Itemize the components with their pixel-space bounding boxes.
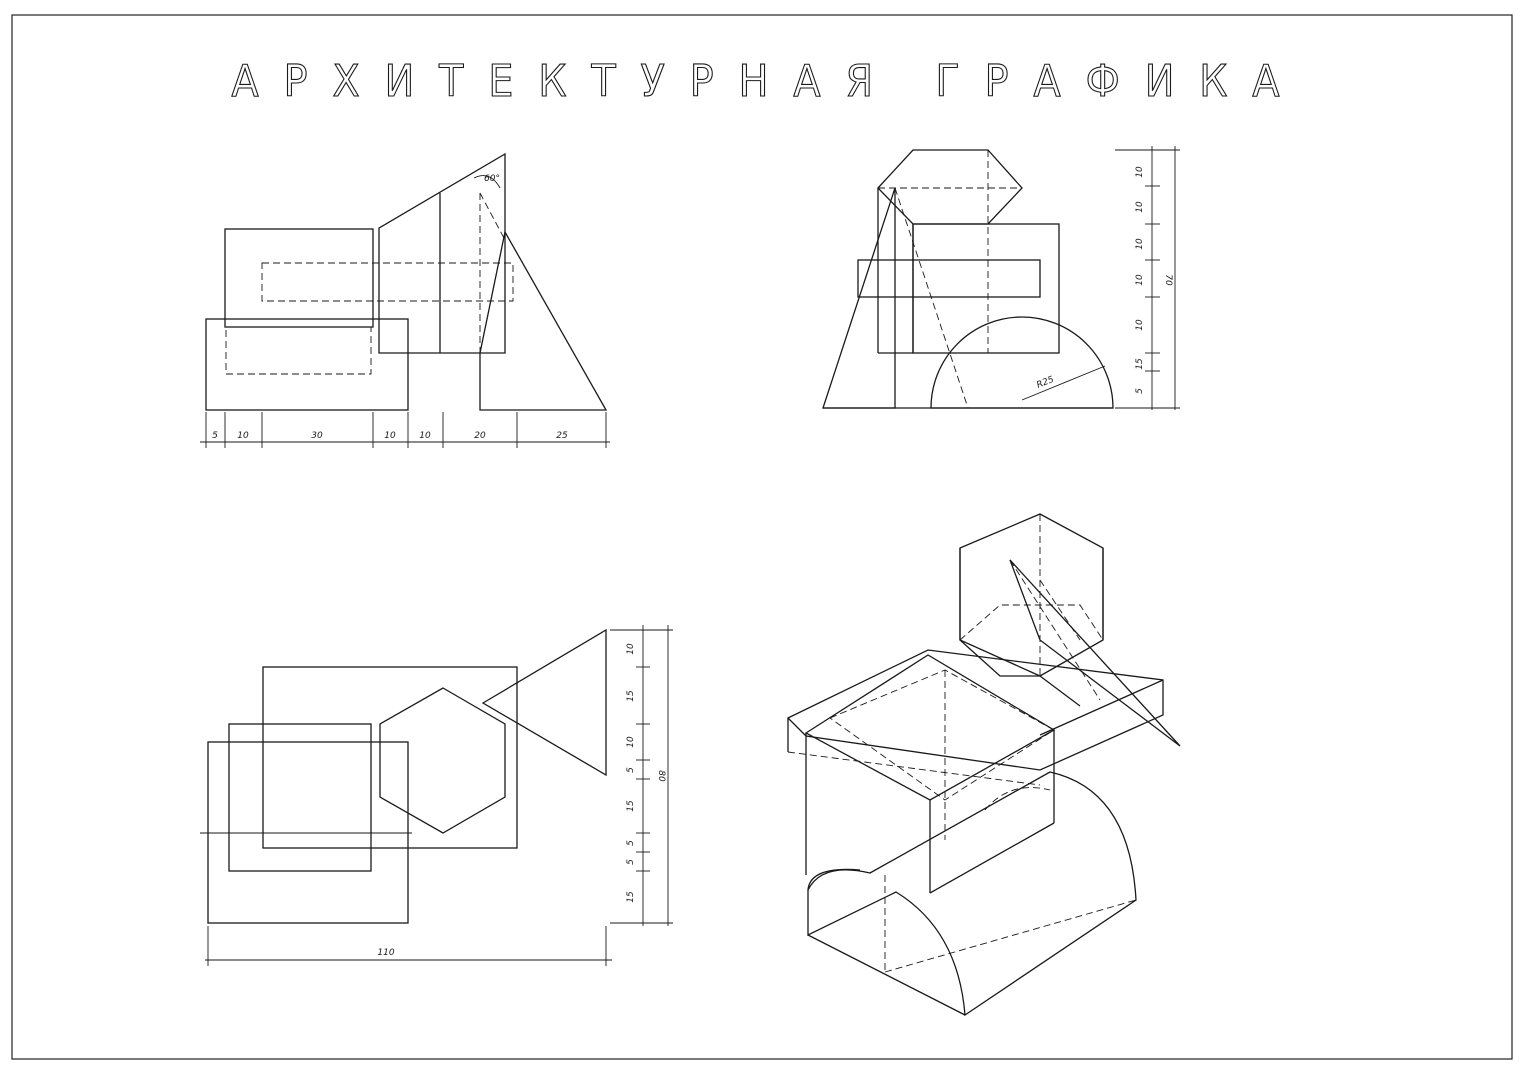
top-dim-5: 5 bbox=[626, 840, 636, 846]
side-view: R25 10 10 10 10 10 15 5 70 bbox=[822, 146, 1180, 410]
iso-hex-bottom bbox=[959, 639, 1081, 707]
side-radius-label: R25 bbox=[1035, 375, 1055, 391]
top-dim-6: 5 bbox=[626, 859, 636, 865]
iso-box-hidden bbox=[829, 669, 1055, 801]
front-dim-2: 30 bbox=[311, 431, 323, 441]
front-hidden-box bbox=[225, 326, 372, 375]
top-triangle bbox=[481, 628, 607, 777]
top-hexagon bbox=[379, 687, 506, 834]
top-dim-7: 15 bbox=[626, 891, 636, 903]
side-hex-top bbox=[877, 149, 1023, 225]
side-semicircle bbox=[930, 316, 1114, 409]
top-large-rect bbox=[262, 666, 518, 849]
top-mid-rect bbox=[228, 723, 372, 872]
front-dim-6: 25 bbox=[556, 431, 568, 441]
front-prism-outline bbox=[378, 152, 506, 354]
iso-bar-hidden bbox=[787, 751, 1041, 786]
iso-hex-hidden-base bbox=[959, 604, 1104, 677]
front-angle-arc bbox=[473, 175, 501, 189]
top-dim-4: 15 bbox=[626, 800, 636, 812]
side-block bbox=[912, 223, 1060, 354]
side-triangle bbox=[822, 187, 896, 409]
top-width-label: 110 bbox=[377, 948, 394, 958]
iso-cylinder-hidden-axis bbox=[884, 899, 1137, 973]
iso-triangle-face bbox=[1009, 559, 1181, 747]
side-dim-1: 10 bbox=[1135, 201, 1145, 213]
iso-cylinder-base bbox=[807, 934, 966, 1016]
top-outer-rect bbox=[207, 741, 409, 924]
iso-tri-hidden-1 bbox=[1009, 559, 1101, 701]
iso-cylinder-end-arc bbox=[807, 868, 861, 891]
sheet-title: АРХИТЕКТУРНАЯ ГРАФИКА bbox=[232, 56, 1305, 107]
top-view: 10 15 10 5 15 5 5 15 80 110 bbox=[200, 625, 673, 966]
side-radius-line bbox=[1021, 365, 1106, 401]
iso-tri-hidden-2 bbox=[1039, 579, 1081, 641]
side-dim-4: 10 bbox=[1135, 319, 1145, 331]
front-dim-ticks bbox=[205, 412, 607, 448]
front-triangle bbox=[479, 230, 608, 411]
front-dim-3: 10 bbox=[384, 431, 396, 441]
side-overall-label: 70 bbox=[1163, 274, 1173, 286]
side-dim-ticks bbox=[1115, 149, 1180, 409]
side-dim-2: 10 bbox=[1135, 238, 1145, 250]
side-dim-5: 15 bbox=[1135, 358, 1145, 370]
iso-bar-top-edge bbox=[1039, 679, 1164, 736]
front-dim-4: 10 bbox=[419, 431, 431, 441]
top-dim-ticks bbox=[610, 629, 673, 924]
front-dim-0: 5 bbox=[212, 431, 218, 441]
iso-bar bbox=[786, 649, 1164, 771]
iso-box-bottom-edge bbox=[929, 822, 1055, 894]
front-lower-block bbox=[205, 318, 409, 411]
isometric-view bbox=[786, 513, 1181, 1017]
front-hidden-diagonal bbox=[479, 192, 506, 241]
side-dim-0: 10 bbox=[1135, 166, 1145, 178]
front-hidden-bar bbox=[261, 262, 514, 302]
front-dim-1: 10 bbox=[237, 431, 249, 441]
iso-cylinder bbox=[807, 771, 1137, 1017]
top-dim-1: 15 bbox=[626, 690, 636, 702]
top-dim-3: 5 bbox=[626, 767, 636, 773]
top-hidden-rect bbox=[262, 741, 409, 849]
top-overall-label: 80 bbox=[656, 770, 666, 782]
side-bar bbox=[857, 259, 1041, 298]
front-upper-block bbox=[224, 228, 374, 328]
front-view: 60° 5 10 30 10 10 20 25 bbox=[200, 152, 610, 448]
side-dim-6: 5 bbox=[1135, 388, 1145, 394]
side-dim-3: 10 bbox=[1135, 274, 1145, 286]
side-hidden-diagonal bbox=[894, 187, 969, 409]
iso-box-top bbox=[804, 654, 1056, 801]
sheet-frame bbox=[11, 14, 1513, 1060]
front-angle-label: 60° bbox=[484, 174, 500, 184]
iso-cylinder-hidden-arc bbox=[984, 787, 1051, 811]
front-dim-5: 20 bbox=[474, 431, 486, 441]
top-dim-0: 10 bbox=[626, 643, 636, 655]
iso-hex-top bbox=[959, 513, 1104, 677]
top-dim-2: 10 bbox=[626, 736, 636, 748]
